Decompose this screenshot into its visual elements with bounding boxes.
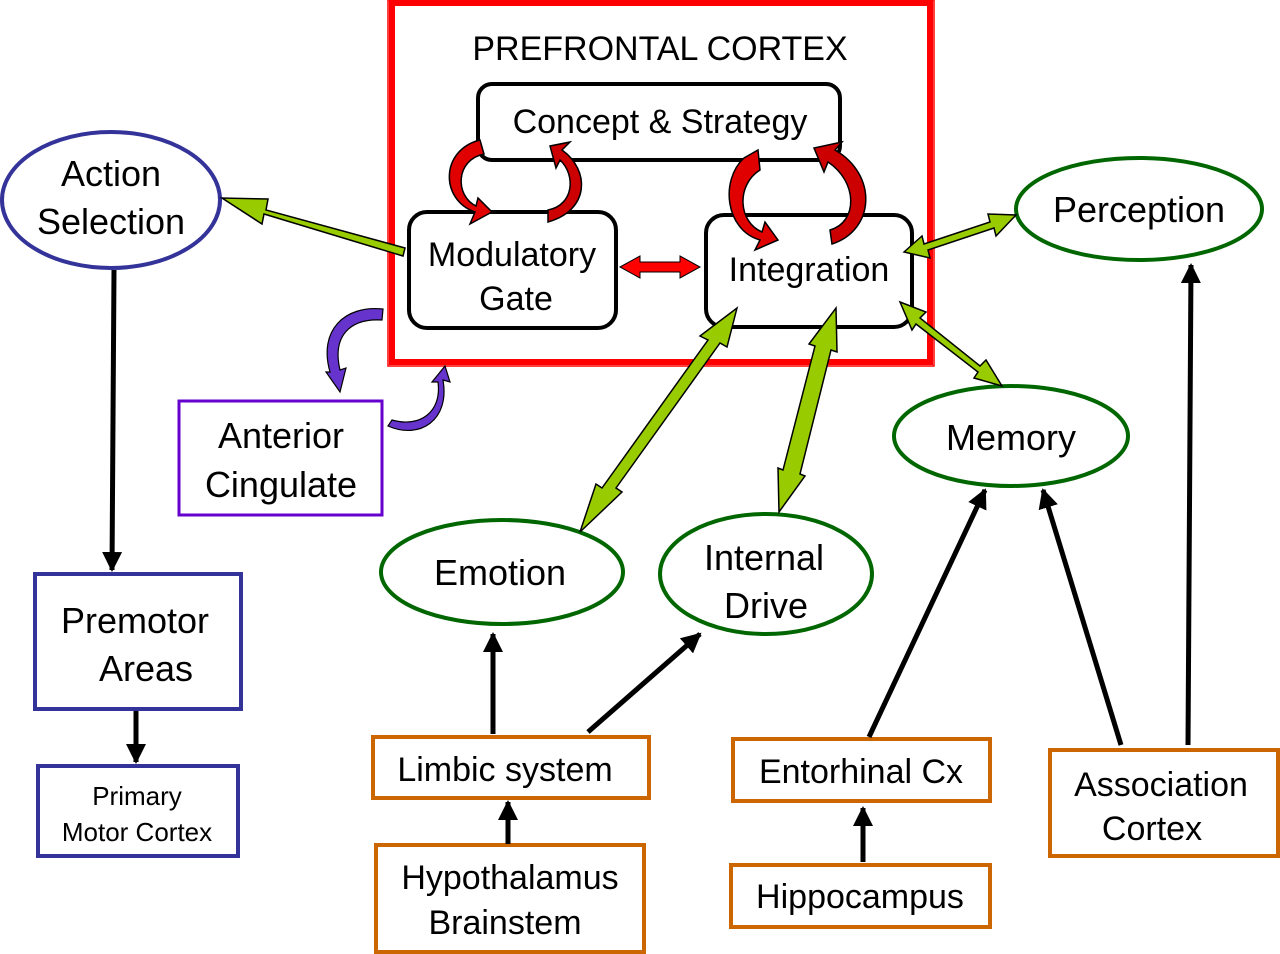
memory-node[interactable]: Memory <box>892 384 1130 488</box>
anterior-cingulate-node[interactable]: Anterior Cingulate <box>177 399 384 517</box>
memory-ellipse <box>892 384 1130 488</box>
association-line1: Association <box>1074 766 1248 804</box>
hypothalamus-line1: Hypothalamus <box>401 859 618 897</box>
action-selection-line1: Action <box>61 153 161 194</box>
red-loop-arrows-right <box>728 140 867 252</box>
modulatory-label-line1: Modulatory <box>428 236 596 274</box>
memory-label: Memory <box>946 417 1076 458</box>
arrow-limbic-to-drive <box>586 632 702 734</box>
entorhinal-cx-node[interactable]: Entorhinal Cx <box>731 737 992 803</box>
prefrontal-frame-inner <box>387 0 935 367</box>
emotion-ellipse <box>379 518 625 626</box>
red-loop-arrows-left <box>448 139 583 226</box>
anterior-cingulate-box <box>177 399 384 517</box>
prefrontal-cortex-frame: PREFRONTAL CORTEX <box>387 0 935 367</box>
integration-box <box>704 213 914 329</box>
internal-drive-node[interactable]: Internal Drive <box>658 512 874 636</box>
loop-arrow-pfc-to-cingulate <box>324 308 384 394</box>
internal-drive-line2: Drive <box>724 585 808 626</box>
premotor-line2: Areas <box>99 648 193 689</box>
perception-ellipse <box>1014 156 1264 262</box>
arrow-entorhinal-to-memory <box>866 488 988 739</box>
arrow-integration-memory <box>898 300 1004 388</box>
premotor-line1: Premotor <box>61 600 209 641</box>
prefrontal-title: PREFRONTAL CORTEX <box>472 30 847 68</box>
association-line2: Cortex <box>1102 810 1202 848</box>
emotion-label: Emotion <box>434 552 566 593</box>
concept-strategy-node[interactable]: Concept & Strategy <box>476 82 842 162</box>
perception-label: Perception <box>1053 189 1225 230</box>
emotion-node[interactable]: Emotion <box>379 518 625 626</box>
premotor-box <box>33 572 243 711</box>
arrow-association-to-memory <box>1038 488 1124 746</box>
gate-integration-arrow <box>618 255 702 279</box>
action-selection-line2: Selection <box>37 201 185 242</box>
arrow-action-to-premotor <box>102 269 123 572</box>
red-double-arrow-gate-integration <box>618 255 702 279</box>
internal-drive-line1: Internal <box>704 537 824 578</box>
arrow-integration-perception <box>902 213 1018 260</box>
action-selection-node[interactable]: Action Selection <box>0 130 222 270</box>
loop-arrow-concept-to-integration <box>728 148 780 252</box>
integration-label: Integration <box>729 251 890 289</box>
anterior-cingulate-line2: Cingulate <box>205 464 357 505</box>
hippocampus-node[interactable]: Hippocampus <box>729 863 992 929</box>
hippocampus-box <box>729 863 992 929</box>
association-cortex-node[interactable]: Association Cortex <box>1048 748 1280 858</box>
arrow-integration-drive <box>777 305 838 515</box>
loop-arrow-gate-to-concept <box>547 140 583 223</box>
limbic-label: Limbic system <box>397 751 612 789</box>
hippocampus-label: Hippocampus <box>756 878 964 916</box>
perception-node[interactable]: Perception <box>1014 156 1264 262</box>
modulatory-label-line2: Gate <box>479 280 553 318</box>
hypothalamus-box <box>374 843 646 954</box>
arrow-gate-to-action-selection <box>219 197 406 257</box>
primary-motor-box <box>36 764 240 858</box>
hypothalamus-line2: Brainstem <box>428 904 581 942</box>
entorhinal-label: Entorhinal Cx <box>759 753 963 791</box>
modulatory-gate-box <box>407 210 618 330</box>
concept-strategy-box <box>476 82 842 162</box>
internal-drive-ellipse <box>658 512 874 636</box>
association-box <box>1048 748 1280 858</box>
limbic-box <box>371 735 651 800</box>
limbic-system-node[interactable]: Limbic system <box>371 735 651 800</box>
primary-motor-line2: Motor Cortex <box>62 817 212 847</box>
loop-arrow-integration-to-concept <box>812 140 867 245</box>
premotor-areas-node[interactable]: Premotor Areas <box>33 572 243 711</box>
anterior-cingulate-line1: Anterior <box>218 415 344 456</box>
loop-arrow-cingulate-to-pfc <box>387 364 451 431</box>
integration-node[interactable]: Integration <box>704 213 914 329</box>
loop-arrow-concept-to-gate <box>448 139 494 226</box>
concept-strategy-label: Concept & Strategy <box>513 103 808 141</box>
prefrontal-frame-outer <box>389 0 933 365</box>
modulatory-gate-node[interactable]: Modulatory Gate <box>407 210 618 330</box>
hypothalamus-brainstem-node[interactable]: Hypothalamus Brainstem <box>374 843 646 954</box>
primary-motor-cortex-node[interactable]: Primary Motor Cortex <box>36 764 240 858</box>
entorhinal-box <box>731 737 992 803</box>
primary-motor-line1: Primary <box>92 781 182 811</box>
purple-loop-arrows <box>324 308 451 431</box>
arrow-integration-emotion <box>579 306 739 533</box>
action-selection-ellipse <box>0 130 222 270</box>
arrow-association-to-perception <box>1180 263 1201 746</box>
